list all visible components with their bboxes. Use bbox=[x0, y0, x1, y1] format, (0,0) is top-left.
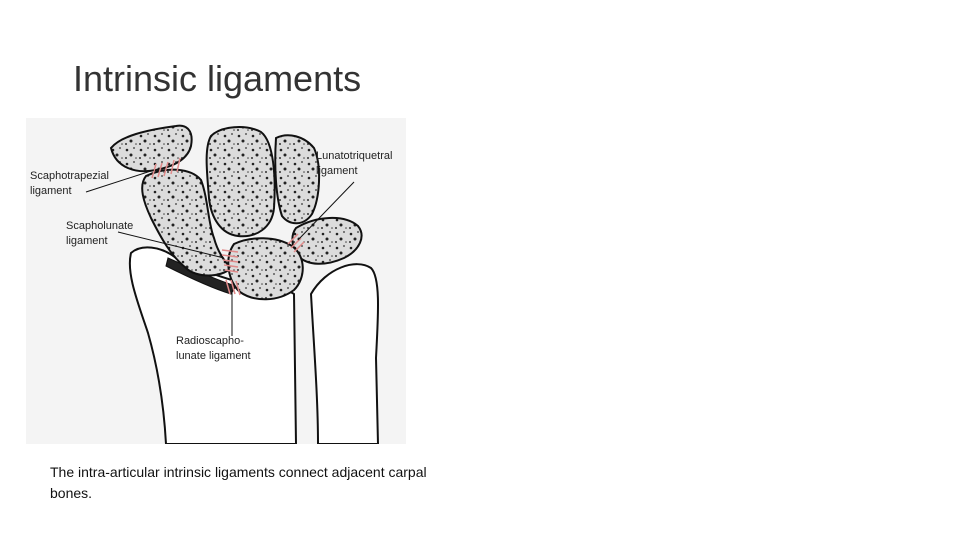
label-radioscapholunate-1: Radioscapho- bbox=[176, 335, 244, 347]
slide-caption: The intra-articular intrinsic ligaments … bbox=[50, 462, 470, 504]
label-scaphotrapezial-2: ligament bbox=[30, 185, 72, 197]
wrist-diagram-svg: Scaphotrapezial ligament Scapholunate li… bbox=[26, 118, 406, 444]
label-lunatotriquetral-1: Lunatotriquetral bbox=[316, 150, 392, 162]
ulna-bone bbox=[311, 264, 378, 444]
wrist-ligament-illustration: Scaphotrapezial ligament Scapholunate li… bbox=[26, 118, 406, 444]
hamate-bone bbox=[275, 135, 319, 223]
label-lunatotriquetral-2: ligament bbox=[316, 165, 358, 177]
label-scapholunate-2: ligament bbox=[66, 235, 108, 247]
label-radioscapholunate-2: lunate ligament bbox=[176, 350, 251, 362]
capitate-bone bbox=[207, 127, 275, 236]
slide-title: Intrinsic ligaments bbox=[73, 58, 361, 100]
label-scapholunate-1: Scapholunate bbox=[66, 220, 133, 232]
label-scaphotrapezial-1: Scaphotrapezial bbox=[30, 170, 109, 182]
